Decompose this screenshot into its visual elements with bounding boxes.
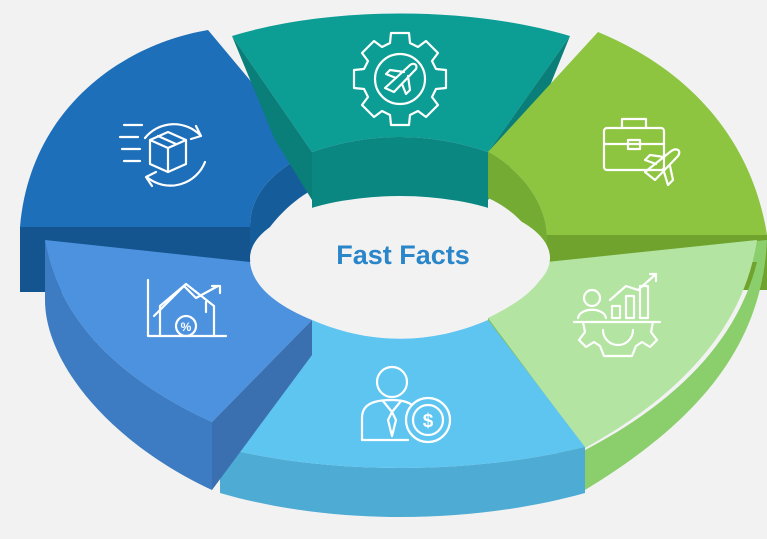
center-title: Fast Facts bbox=[336, 240, 470, 270]
dollar-symbol: $ bbox=[423, 411, 434, 432]
package-delivery-icon bbox=[118, 123, 207, 188]
center-hole bbox=[250, 196, 550, 320]
percent-symbol: % bbox=[181, 320, 192, 334]
house-percent-chart-icon bbox=[146, 278, 228, 338]
gear-airplane-icon bbox=[352, 31, 448, 127]
businessman-dollar-icon bbox=[360, 365, 452, 444]
briefcase-airplane-icon bbox=[602, 117, 681, 187]
segment-top bbox=[232, 13, 570, 212]
person-growth-gear-icon bbox=[572, 272, 662, 358]
